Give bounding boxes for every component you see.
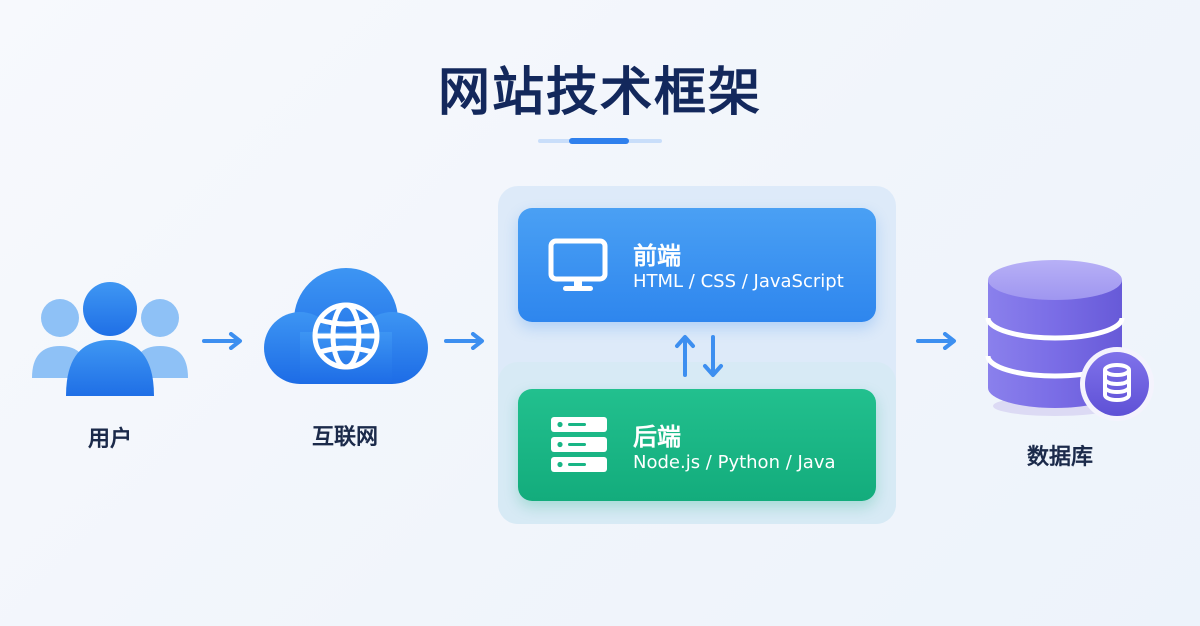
frontend-backend-arrows	[675, 335, 723, 377]
backend-card: 后端 Node.js / Python / Java	[518, 389, 876, 501]
arrow-user-to-internet	[202, 332, 242, 350]
database-label: 数据库	[1026, 445, 1093, 470]
backend-title: 后端	[633, 423, 681, 451]
server-icon	[551, 417, 607, 472]
frontend-title: 前端	[633, 242, 681, 270]
user-label: 用户	[87, 427, 132, 452]
title-underline-accent	[569, 138, 629, 144]
internet-label: 互联网	[311, 425, 378, 450]
monitor-icon	[548, 238, 608, 291]
frontend-card: 前端 HTML / CSS / JavaScript	[518, 208, 876, 322]
backend-tech: Node.js / Python / Java	[633, 452, 836, 473]
users-icon	[32, 282, 188, 396]
arrow-internet-to-stack	[444, 332, 484, 350]
frontend-tech: HTML / CSS / JavaScript	[633, 271, 844, 292]
diagram-title: 网站技术框架	[437, 63, 762, 123]
arrow-stack-to-database	[916, 332, 956, 350]
cloud-globe-icon	[264, 268, 428, 384]
database-icon	[985, 260, 1154, 421]
